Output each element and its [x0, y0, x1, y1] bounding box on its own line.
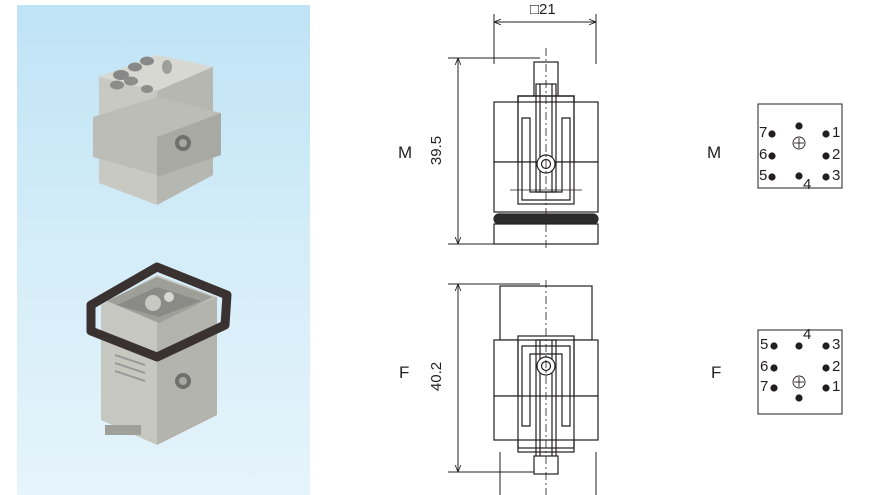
female-pin-number: 4	[803, 326, 812, 343]
female-insert-drawing	[493, 280, 599, 495]
female-pin-number: 3	[832, 336, 841, 353]
female-pin-number: 6	[760, 358, 769, 375]
male-pin-number: 4	[803, 176, 812, 193]
female-pin-layout	[757, 329, 843, 415]
male-pin-number: 3	[832, 167, 841, 184]
female-height-dimension	[448, 283, 540, 473]
male-insert-drawing	[493, 48, 599, 250]
male-height-label: 39.5	[428, 135, 446, 166]
product-photo-panel	[17, 5, 310, 495]
male-pin-number: 2	[832, 146, 841, 163]
male-insert-photo	[93, 55, 221, 205]
male-pin-layout	[757, 103, 843, 189]
female-height-label: 40.2	[428, 361, 446, 392]
male-pin-number: 1	[832, 124, 841, 141]
female-pin-number: 1	[832, 378, 841, 395]
male-variant-label: M	[398, 143, 413, 162]
female-pin-number: 2	[832, 358, 841, 375]
male-pin-number: 5	[759, 167, 768, 184]
male-pin-number: 7	[759, 124, 768, 141]
width-label: □21	[530, 1, 556, 18]
female-variant-label: F	[399, 363, 410, 382]
female-pin-number: 7	[760, 378, 769, 395]
female-pinout-variant-label: F	[711, 363, 722, 382]
width-dimension	[493, 14, 597, 64]
female-insert-photo	[86, 262, 232, 445]
male-pinout-variant-label: M	[707, 143, 722, 162]
male-pin-number: 6	[759, 146, 768, 163]
female-pin-number: 5	[760, 336, 769, 353]
